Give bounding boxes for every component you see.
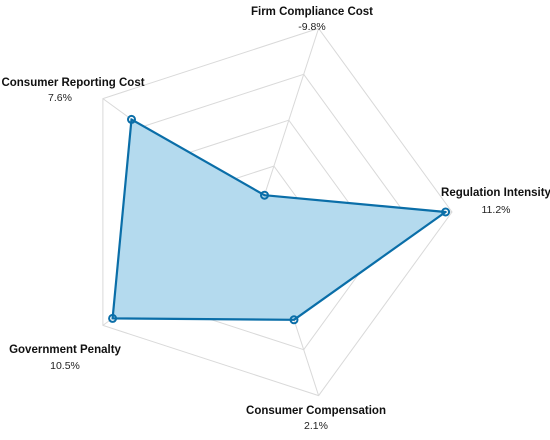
data-point-4 bbox=[108, 313, 118, 323]
axis-value-consumer-reporting-cost: 7.6% bbox=[48, 92, 72, 104]
series-area bbox=[111, 118, 447, 321]
spoke-1 bbox=[258, 28, 320, 213]
data-point-2 bbox=[441, 207, 451, 217]
axis-label-firm-compliance-cost: Firm Compliance Cost bbox=[251, 6, 373, 18]
data-point-1 bbox=[260, 190, 269, 200]
grid-ring-3 bbox=[141, 73, 405, 351]
axis-label-regulation-intensity: Regulation Intensity bbox=[441, 187, 550, 199]
axis-label-consumer-reporting-cost: Consumer Reporting Cost bbox=[1, 77, 144, 89]
data-point-5 bbox=[127, 114, 136, 124]
axis-label-government-penalty: Government Penalty bbox=[9, 344, 121, 356]
axis-value-regulation-intensity: 11.2% bbox=[482, 204, 511, 216]
grid-ring-4 bbox=[102, 27, 453, 397]
axis-value-consumer-compensation: 2.1% bbox=[304, 420, 328, 432]
axis-label-consumer-compensation: Consumer Compensation bbox=[246, 405, 386, 417]
axis-value-firm-compliance-cost: -9.8% bbox=[298, 21, 325, 33]
data-point-3 bbox=[289, 315, 299, 325]
radar-series bbox=[108, 114, 451, 325]
axis-value-government-penalty: 10.5% bbox=[50, 360, 80, 372]
